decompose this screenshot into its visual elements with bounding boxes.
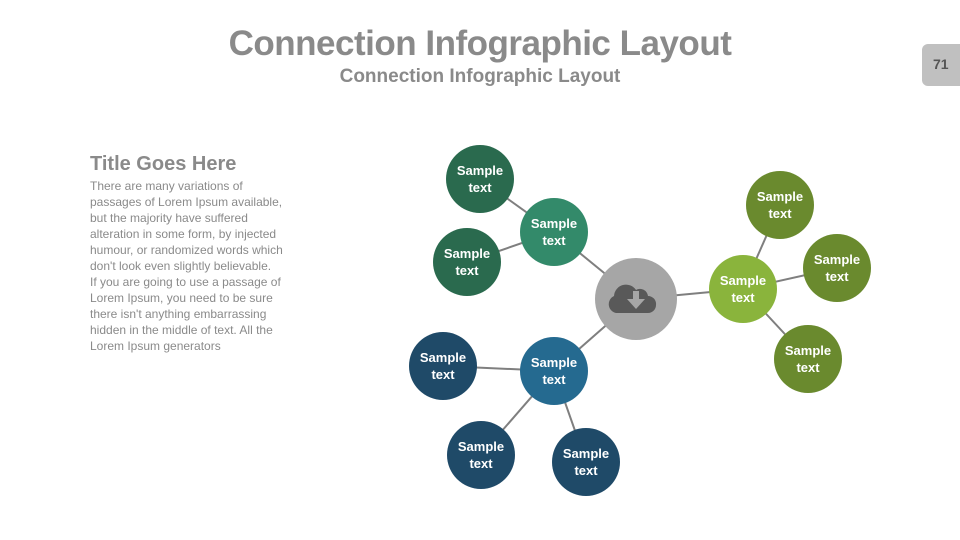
node-label-line1: Sample	[757, 189, 803, 204]
section-body: There are many variations of passages of…	[90, 179, 283, 353]
node-label-line1: Sample	[814, 252, 860, 267]
page-title: Connection Infographic Layout	[228, 24, 732, 63]
node-label-line2: text	[825, 269, 849, 284]
satellite-node	[433, 228, 501, 296]
node-label-line1: Sample	[720, 273, 766, 288]
node-label-line2: text	[468, 180, 492, 195]
node-label-line1: Sample	[458, 439, 504, 454]
satellite-node	[409, 332, 477, 400]
satellite-node	[803, 234, 871, 302]
node-label-line1: Sample	[785, 343, 831, 358]
cloud-download-icon	[608, 284, 657, 313]
node-label-line1: Sample	[531, 355, 577, 370]
node-label-line2: text	[574, 463, 598, 478]
satellite-node	[447, 421, 515, 489]
node-label-line2: text	[431, 367, 455, 382]
node-label-line1: Sample	[457, 163, 503, 178]
node-label-line1: Sample	[420, 350, 466, 365]
hub-node	[520, 198, 588, 266]
node-label-line1: Sample	[563, 446, 609, 461]
node-label-line2: text	[542, 233, 566, 248]
node-label-line2: text	[768, 206, 792, 221]
page-number-badge: 71	[922, 44, 960, 86]
node-label-line1: Sample	[444, 246, 490, 261]
satellite-node	[446, 145, 514, 213]
satellite-node	[552, 428, 620, 496]
hub-node	[520, 337, 588, 405]
hub-node	[709, 255, 777, 323]
node-label-line2: text	[796, 360, 820, 375]
satellite-node	[774, 325, 842, 393]
satellite-node	[746, 171, 814, 239]
node-label-line2: text	[469, 456, 493, 471]
node-label-line2: text	[731, 290, 755, 305]
page-subtitle: Connection Infographic Layout	[339, 66, 621, 87]
node-label-line2: text	[455, 263, 479, 278]
section-heading: Title Goes Here	[90, 153, 237, 175]
node-label-line2: text	[542, 372, 566, 387]
node-label-line1: Sample	[531, 216, 577, 231]
